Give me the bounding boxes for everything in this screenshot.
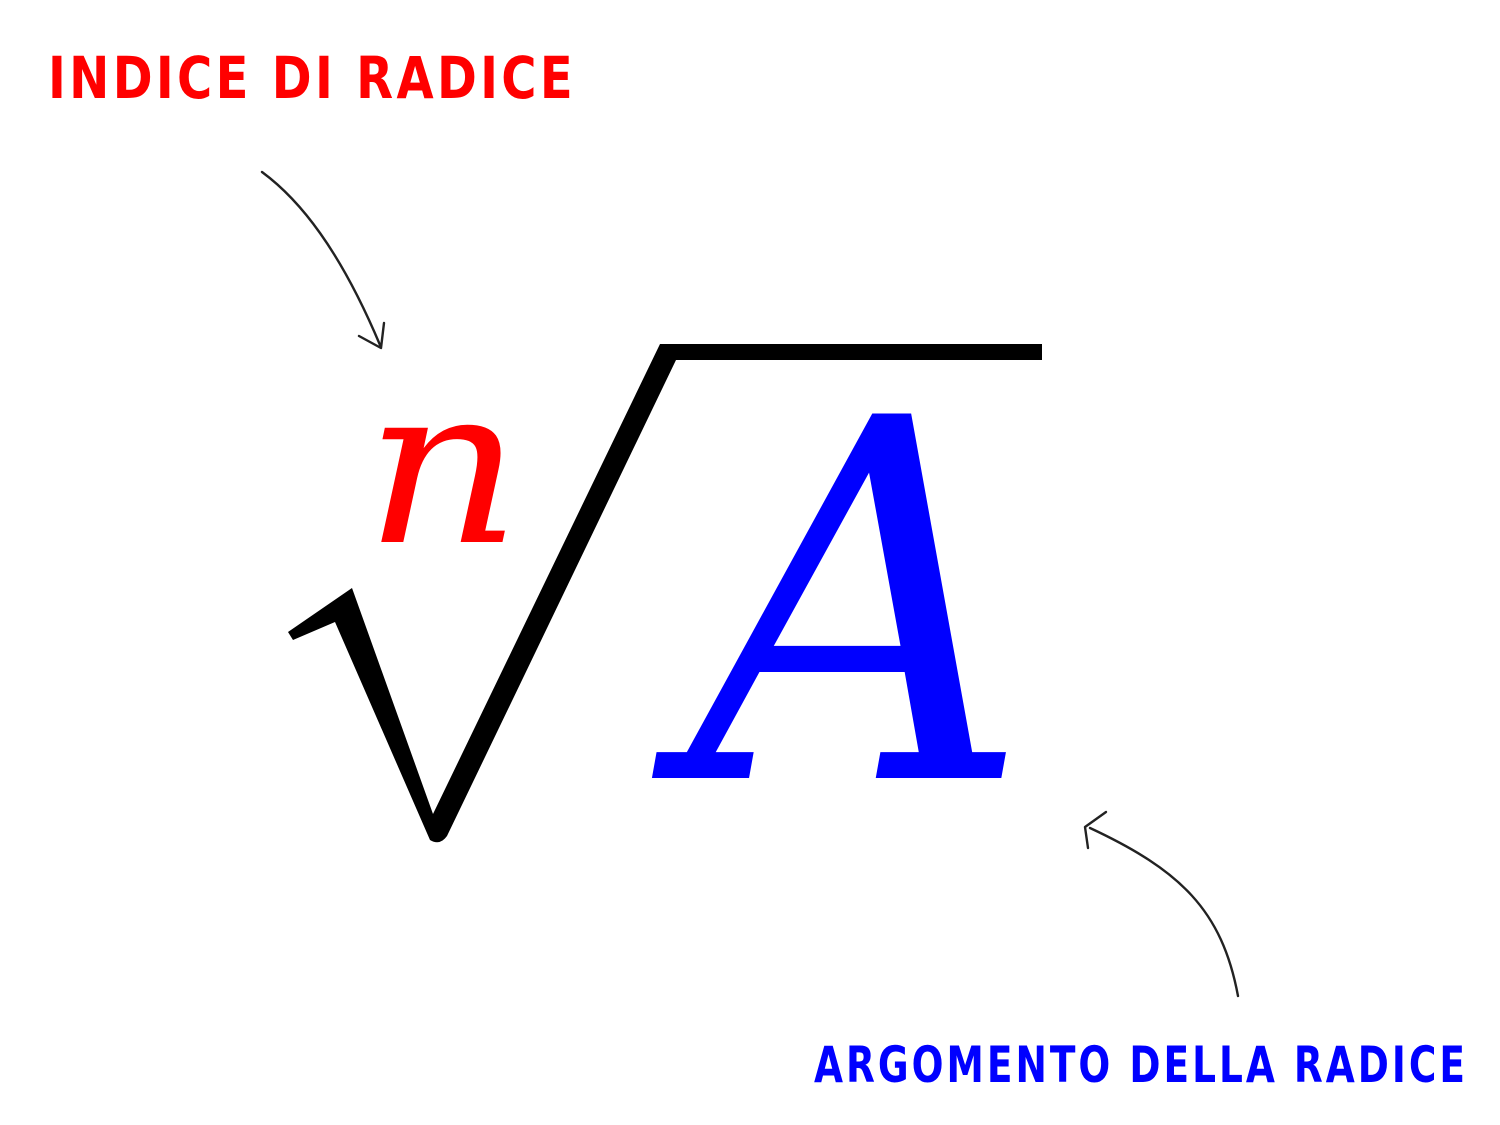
index-symbol-n: n bbox=[364, 338, 522, 594]
argument-symbol-a: A bbox=[651, 314, 1030, 896]
argument-label: ARGOMENTO DELLA RADICE bbox=[814, 1036, 1468, 1094]
index-arrow-icon bbox=[260, 170, 386, 350]
argument-arrow-icon bbox=[1083, 810, 1240, 998]
index-label: INDICE DI RADICE bbox=[48, 44, 576, 112]
